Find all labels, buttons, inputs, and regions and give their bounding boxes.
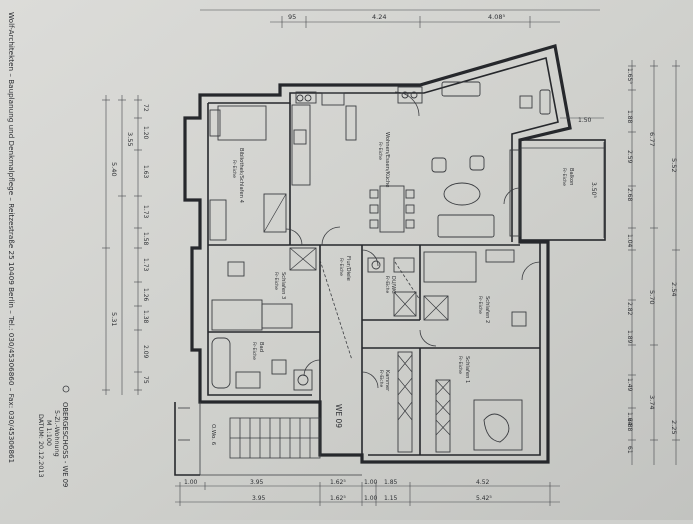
- dim-bottom2-3: 1.00: [364, 495, 378, 502]
- room-label-wohnen: Wohnen/Essen/Küche: [384, 132, 390, 187]
- dim-left-5: 1.58: [142, 232, 149, 246]
- title-unit: 5-Zi.-Wohnung: [53, 410, 61, 457]
- room-floor-schlafen3: Fr-Eiche: [273, 272, 279, 290]
- dim-bottom2-4: 1.15: [384, 495, 398, 502]
- dim-right-1: 1.65⁵: [626, 68, 633, 84]
- dim-right-10: 61: [626, 446, 633, 454]
- bedroom3-furniture: [211, 247, 317, 331]
- room-label-schlafen2: Schlafen 2: [484, 296, 490, 323]
- dim-left-total-1: 3.55: [126, 132, 134, 146]
- room-floor-flur: Fr-Eiche: [338, 258, 344, 276]
- room-label-kammer: Kammer: [384, 370, 390, 392]
- dim-left-9: 2.09: [142, 345, 149, 359]
- room-floor-wc: Fr-Eiche: [384, 276, 390, 294]
- room-label-wc: DU/WC: [390, 276, 396, 294]
- room-floor-wohnen: Fr-Eiche: [377, 142, 383, 160]
- dim-balkon-2: 3.50⁵: [590, 182, 597, 198]
- room-label-bibliothek: Bibliothek/Schlafen 4: [238, 148, 244, 204]
- outer-walls: [183, 43, 572, 464]
- dim-bottom2-1: 3.95: [252, 495, 266, 502]
- dim-right-outer-1: 6.77: [648, 132, 656, 146]
- dim-right-9: 1.64: [626, 412, 633, 426]
- title-scale: M 1:100: [45, 420, 53, 446]
- dim-left-2: 1.20: [142, 126, 149, 140]
- dim-right-3: 2.68: [626, 188, 633, 202]
- dim-bottom2-5: 5.42⁵: [476, 495, 492, 502]
- dim-left-4: 1.73: [142, 205, 149, 219]
- dim-bottom-4: 1.00: [364, 479, 378, 486]
- room-floor-bad: Fr-Eiche: [251, 342, 257, 360]
- room-labels: Wohnen/Essen/Küche Fr-Eiche Bibliothek/S…: [210, 132, 574, 446]
- dim-bottom-6: 4.52: [476, 479, 490, 486]
- room-floor-kammer: Fr-Eiche: [378, 370, 384, 388]
- unit-label: WE 09: [334, 404, 343, 428]
- dim-left-3: 1.63: [142, 165, 149, 179]
- dim-balkon-1: 1.50: [578, 117, 592, 124]
- right-dimension-chain: 1.65⁵ 1.88 2.68 2.59 1.04 2.82 1.89 1.49…: [626, 60, 680, 465]
- title-floor: OBERGESCHOSS - WE 09: [61, 402, 69, 487]
- dim-top-2: 4.24: [372, 13, 386, 21]
- dim-right-outer-6: 2.54: [670, 282, 678, 296]
- bedroom1-furniture: [397, 351, 523, 453]
- dim-bottom-5: 1.85: [384, 479, 398, 486]
- bathroom-furniture: [211, 337, 313, 391]
- bedroom2-furniture: [423, 249, 527, 327]
- dim-right-4: 2.59: [626, 150, 633, 164]
- dim-left-total-2: 5.40: [110, 162, 118, 176]
- room-floor-schlafen1: Fr-Eiche: [457, 356, 463, 374]
- living-furniture: [369, 81, 551, 238]
- dim-top-1: 95: [288, 13, 296, 21]
- dim-left-8: 1.38: [142, 310, 149, 324]
- dim-right-7: 1.89: [626, 330, 633, 344]
- dim-right-8: 1.49: [626, 378, 633, 392]
- bottom-dimension-chain: 1.00 3.95 1.62⁵ 1.00 1.85 4.52 3.95 1.62…: [175, 479, 560, 506]
- room-label-flur: Flur/Diele: [345, 256, 351, 281]
- room-floor-balkon: Fr-Eiche: [561, 168, 567, 186]
- room-floor-schlafen2: Fr-Eiche: [477, 296, 483, 314]
- kitchen-counter: [291, 86, 423, 186]
- dim-right-outer-5: 2.25: [670, 420, 678, 434]
- top-dimension-chain: 95 4.24 4.08⁵: [200, 9, 600, 28]
- staircase: [174, 402, 362, 476]
- dim-left-7: 1.26: [142, 288, 149, 302]
- stair-label: O.Wo. 6: [210, 424, 216, 446]
- dim-right-5: 1.04: [626, 234, 633, 248]
- dim-top-3: 4.08⁵: [488, 13, 505, 21]
- dim-left-total-3: 5.31: [110, 312, 118, 326]
- dim-right-outer-2: 5.70: [648, 290, 656, 304]
- dim-left-1: 72: [142, 104, 149, 112]
- interior-walls: [208, 103, 540, 462]
- dim-bottom-3: 1.62⁵: [330, 479, 346, 486]
- dim-left-6: 1.73: [142, 258, 149, 272]
- shower-wc-furniture: [367, 257, 417, 317]
- door-swings: [285, 91, 541, 389]
- dim-right-6: 2.82: [626, 302, 633, 316]
- library-furniture: [209, 105, 287, 241]
- office-title-vertical: Wolf-Architekten – Bauplanung und Denkma…: [7, 12, 16, 463]
- dim-left-10: 75: [142, 376, 149, 384]
- title-date: DATUM: 20.12.2013: [37, 414, 45, 478]
- room-label-bad: Bad: [258, 342, 264, 352]
- dim-bottom-1: 1.00: [184, 479, 198, 486]
- dim-right-outer-3: 3.74: [648, 395, 656, 409]
- room-floor-bibliothek: Fr-Eiche: [231, 160, 237, 178]
- room-label-balkon: Balkon: [568, 168, 574, 185]
- dim-right-2: 1.88: [626, 110, 633, 124]
- title-block: OBERGESCHOSS - WE 09 5-Zi.-Wohnung M 1:1…: [37, 385, 70, 487]
- room-label-schlafen1: Schlafen 1: [464, 356, 470, 383]
- room-label-schlafen3: Schlafen 3: [280, 272, 286, 299]
- dim-right-outer-4: 2.88: [626, 418, 633, 432]
- dim-bottom-2: 3.95: [250, 479, 264, 486]
- dim-bottom2-2: 1.62⁵: [330, 495, 346, 502]
- left-dimension-chain: 72 1.20 1.63 1.73 1.58 1.73 1.26 1.38 2.…: [102, 95, 149, 395]
- dim-right-outer-7: 5.52: [670, 158, 678, 172]
